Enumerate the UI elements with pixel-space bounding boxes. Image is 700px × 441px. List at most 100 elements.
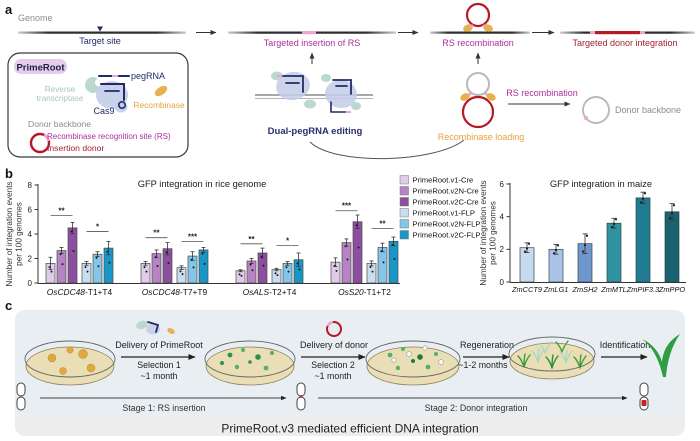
panel-a-label: a: [5, 2, 13, 17]
legend-swatch: [399, 186, 409, 196]
rice-bar: [366, 263, 377, 284]
rice-bar: [352, 221, 363, 284]
maize-category-label: ZmPPO: [658, 285, 686, 294]
data-point: [167, 262, 170, 265]
recombinase-loading-label: Recombinase loading: [438, 132, 525, 142]
donor-backbone-out-icon: [582, 96, 610, 124]
step3-title: Regeneration: [460, 340, 514, 350]
data-point: [238, 273, 241, 276]
panel-a-schematic: Genome Target site PrimeRoot Reverse tra…: [7, 2, 695, 160]
cas9-pegrna-icon: [96, 75, 130, 113]
significance-stars: ***: [188, 232, 198, 241]
targeted-integration-label: Targeted donor integration: [572, 38, 677, 48]
data-point: [335, 269, 338, 272]
step1-duration: ~1 month: [141, 371, 178, 381]
data-point: [380, 250, 383, 253]
donor-mini-icon: [326, 321, 342, 337]
plant-icon: [642, 334, 680, 377]
data-point: [552, 252, 556, 255]
panel-c-background: [15, 310, 685, 415]
target-site-marker: [97, 26, 103, 32]
panel-c-workflow: Delivery of PrimeRoot Selection 1 ~1 mon…: [15, 310, 685, 436]
rs-recombination-top-label: RS recombination: [442, 38, 514, 48]
data-point: [84, 266, 87, 269]
data-point: [287, 270, 290, 273]
reverse-transcriptase-label-1: Reverse: [45, 85, 76, 94]
genome-line-recomb: [430, 31, 530, 34]
data-point: [285, 266, 288, 269]
data-point: [333, 264, 336, 267]
data-point: [639, 201, 643, 204]
data-point: [610, 226, 614, 229]
maize-category-label: ZmSH2: [571, 285, 597, 294]
maize-y-axis-label: per 100 genomes: [489, 201, 498, 265]
insertion-donor-label: Insertion donor: [47, 143, 104, 153]
rice-bar: [56, 250, 67, 284]
maize-category-label: ZmMTL: [600, 285, 626, 294]
data-point: [203, 262, 206, 265]
rice-bar: [81, 263, 92, 284]
recombinase-loading-icon: [460, 72, 496, 129]
maize-y-tick-label: 4: [500, 212, 505, 221]
data-point: [97, 265, 100, 268]
data-point: [201, 252, 204, 255]
data-point: [106, 250, 109, 253]
legend-swatch: [399, 175, 409, 185]
data-point: [523, 250, 527, 253]
maize-category-label: ZmLG1: [543, 285, 569, 294]
rs-mark-right: [640, 31, 645, 35]
data-point: [95, 256, 98, 259]
donor-backbone-label: Donor backbone: [28, 119, 91, 129]
data-point: [357, 246, 360, 249]
data-point: [296, 262, 299, 265]
rice-bar: [140, 263, 151, 284]
data-point: [614, 218, 618, 221]
rice-bar: [198, 249, 209, 284]
maize-y-axis-label: Number of integration events: [479, 180, 488, 285]
step2-title: Delivery of donor: [300, 340, 368, 350]
data-point: [190, 258, 193, 261]
reverse-transcriptase-label-2: transcriptase: [37, 94, 84, 103]
data-point: [668, 217, 672, 220]
step2-duration: ~1 month: [315, 371, 352, 381]
chromosome-icon-rs: [296, 382, 306, 411]
rice-y-axis-label: per 100 genomes: [15, 202, 24, 266]
data-point: [643, 192, 647, 195]
petri-dish-regeneration: [508, 336, 596, 380]
rice-bar: [246, 260, 257, 284]
data-point: [61, 263, 64, 266]
data-point: [355, 224, 358, 227]
rice-y-tick-label: 2: [28, 254, 33, 263]
donor-backbone-out-label: Donor backbone: [615, 105, 681, 115]
data-point: [581, 250, 585, 253]
rs-recombination-icon: [463, 2, 493, 32]
data-point: [154, 256, 157, 259]
data-point: [181, 273, 184, 276]
dual-pegrna-label: Dual-pegRNA editing: [268, 126, 363, 137]
rs-mark-left: [590, 31, 595, 35]
data-point: [156, 264, 159, 267]
data-point: [50, 270, 53, 273]
data-point: [179, 270, 182, 273]
stage1-label: Stage 1: RS insertion: [122, 403, 205, 413]
stage2-label: Stage 2: Donor integration: [425, 403, 528, 413]
legend-swatch: [399, 208, 409, 218]
data-point: [346, 258, 349, 261]
legend-label: PrimeRoot.v2N-FLP: [413, 220, 481, 229]
rice-chart-title: GFP integration in rice genome: [138, 179, 267, 189]
data-point: [583, 243, 587, 247]
panel-b-label: b: [5, 166, 13, 181]
data-point: [672, 204, 676, 207]
data-point: [143, 266, 146, 269]
cas9-label: Cas9: [93, 106, 114, 116]
rice-y-tick-label: 8: [28, 181, 33, 190]
panel-c-caption: PrimeRoot.v3 mediated efficient DNA inte…: [221, 422, 478, 436]
rice-category-label: OsCDC48-T1+T4: [47, 287, 113, 297]
data-point: [86, 270, 89, 273]
maize-y-tick-label: 2: [500, 245, 505, 254]
data-point: [108, 261, 111, 264]
data-point: [554, 248, 558, 252]
data-point: [641, 197, 645, 200]
significance-stars: *: [96, 223, 100, 232]
